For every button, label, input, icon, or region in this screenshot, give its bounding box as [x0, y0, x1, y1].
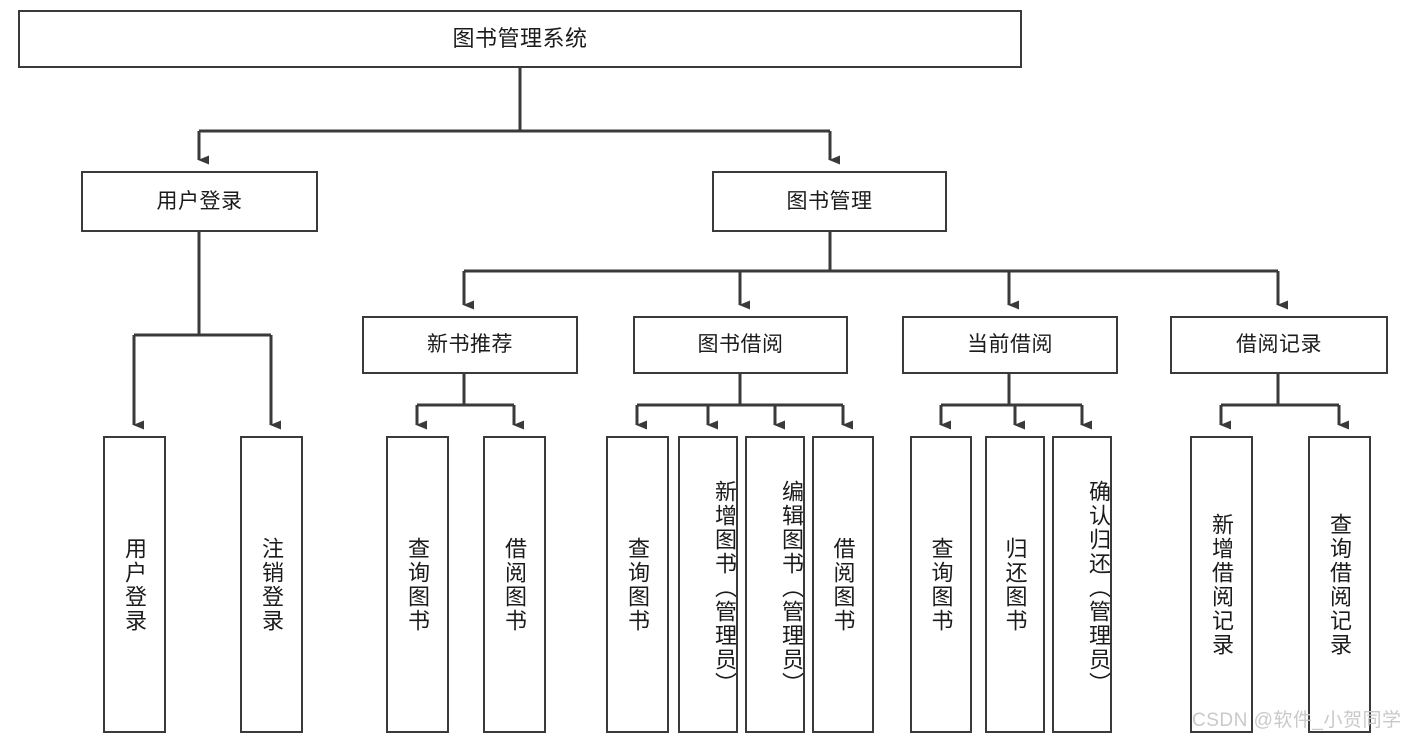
- node-label: 借阅记录: [1236, 333, 1322, 357]
- node-label: 图书借阅: [697, 333, 784, 357]
- node-label: 查询图书: [928, 536, 954, 633]
- node-user-login[interactable]: 用户登录: [81, 171, 318, 232]
- node-leaf-logout[interactable]: 注销登录: [240, 436, 303, 733]
- node-label: 新增图书（管理员）: [712, 479, 737, 696]
- node-new-book-recommend[interactable]: 新书推荐: [362, 316, 578, 374]
- node-leaf-borrow-book-recommend[interactable]: 借阅图书: [483, 436, 546, 733]
- node-label: 图书管理系统: [452, 25, 588, 51]
- node-label: 用户登录: [122, 536, 148, 633]
- node-label: 图书管理: [786, 189, 873, 213]
- node-label: 查询图书: [625, 536, 651, 633]
- node-label: 归还图书: [1002, 536, 1028, 633]
- node-current-borrow[interactable]: 当前借阅: [902, 316, 1118, 374]
- node-label: 注销登录: [259, 536, 285, 633]
- node-leaf-query-borrow-record[interactable]: 查询借阅记录: [1308, 436, 1371, 733]
- node-label: 用户登录: [156, 189, 243, 213]
- node-label: 借阅图书: [830, 536, 856, 633]
- node-leaf-add-borrow-record[interactable]: 新增借阅记录: [1190, 436, 1253, 733]
- node-label: 查询借阅记录: [1327, 512, 1353, 657]
- node-leaf-edit-book-admin[interactable]: 编辑图书（管理员）: [745, 436, 805, 733]
- node-label: 借阅图书: [502, 536, 528, 633]
- node-leaf-borrow-book[interactable]: 借阅图书: [812, 436, 874, 733]
- node-leaf-user-login[interactable]: 用户登录: [103, 436, 166, 733]
- node-leaf-query-book-borrow[interactable]: 查询图书: [606, 436, 669, 733]
- node-borrow-record[interactable]: 借阅记录: [1170, 316, 1388, 374]
- node-book-borrow[interactable]: 图书借阅: [633, 316, 848, 374]
- node-label: 新书推荐: [427, 333, 513, 357]
- node-label: 确认归还（管理员）: [1086, 479, 1111, 696]
- node-leaf-return-book[interactable]: 归还图书: [985, 436, 1045, 733]
- node-root-system[interactable]: 图书管理系统: [18, 10, 1022, 68]
- node-label: 编辑图书（管理员）: [779, 479, 804, 696]
- node-label: 新增借阅记录: [1209, 512, 1235, 657]
- node-leaf-query-book-recommend[interactable]: 查询图书: [386, 436, 449, 733]
- node-label: 查询图书: [405, 536, 431, 633]
- node-leaf-query-book-current[interactable]: 查询图书: [910, 436, 972, 733]
- node-book-manage[interactable]: 图书管理: [712, 171, 947, 232]
- node-leaf-add-book-admin[interactable]: 新增图书（管理员）: [678, 436, 738, 733]
- node-label: 当前借阅: [967, 333, 1053, 357]
- node-leaf-confirm-return-admin[interactable]: 确认归还（管理员）: [1052, 436, 1112, 733]
